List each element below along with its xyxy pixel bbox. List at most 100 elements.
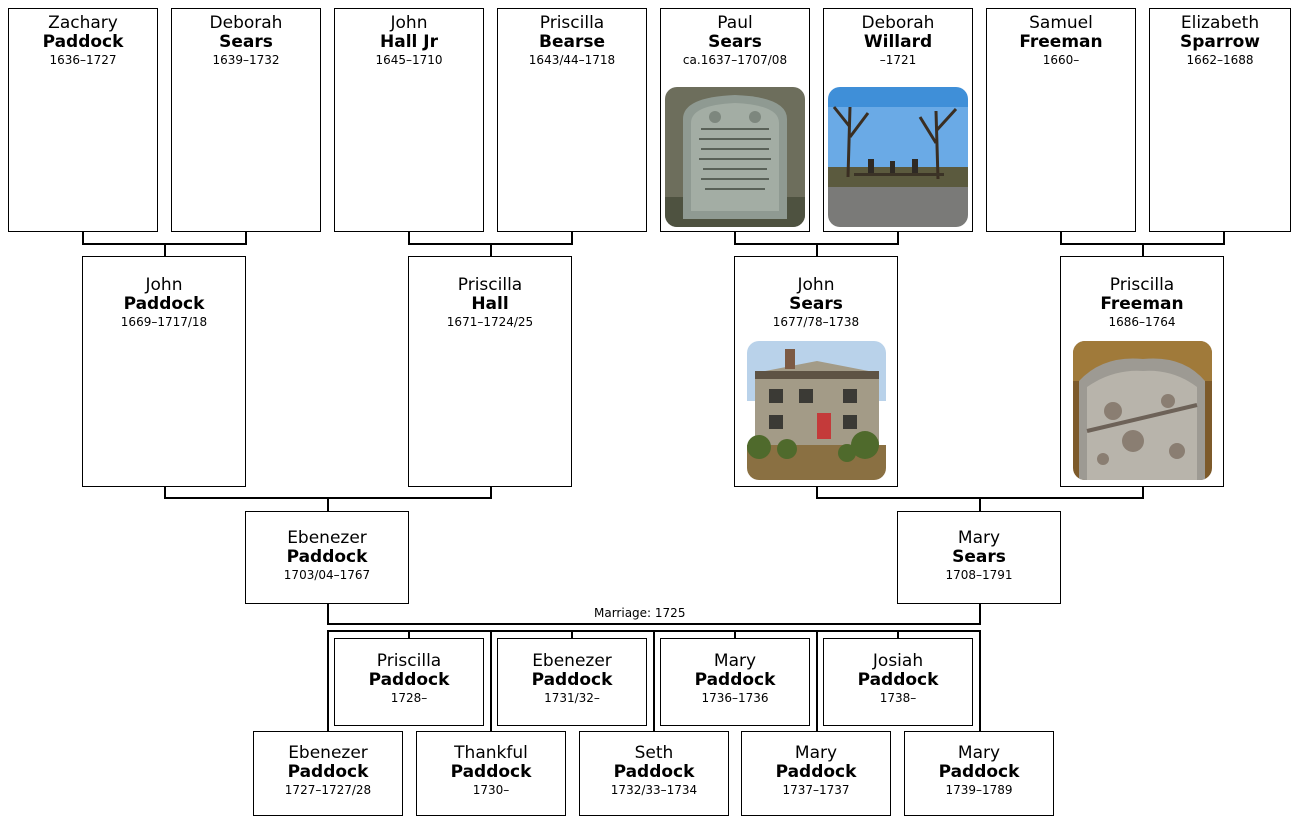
surname: Freeman (1100, 294, 1184, 314)
person-card[interactable]: Ebenezer Paddock 1731/32– (497, 638, 647, 726)
connector-line (1060, 231, 1062, 244)
surname: Hall Jr (380, 32, 438, 52)
person-card[interactable]: Priscilla Paddock 1728– (334, 638, 484, 726)
person-card[interactable]: Deborah Sears 1639–1732 (171, 8, 321, 232)
surname: Bearse (539, 32, 605, 52)
surname: Sears (708, 32, 762, 52)
first-name: Ebenezer (288, 743, 368, 763)
surname: Sears (952, 547, 1006, 567)
life-dates: 1671–1724/25 (446, 315, 534, 329)
connector-line (327, 497, 329, 512)
connector-line (245, 231, 247, 244)
life-dates: 1730– (472, 783, 510, 797)
connector-line (408, 231, 410, 244)
children-line (327, 630, 329, 732)
life-dates: 1669–1717/18 (120, 315, 208, 329)
surname: Paddock (368, 670, 450, 690)
gravestone-photo[interactable] (665, 87, 805, 227)
surname: Paddock (613, 762, 695, 782)
connector-line (1142, 243, 1144, 257)
person-card[interactable]: Elizabeth Sparrow 1662–1688 (1149, 8, 1291, 232)
life-dates: 1636–1727 (49, 53, 117, 67)
person-card[interactable]: Zachary Paddock 1636–1727 (8, 8, 158, 232)
life-dates: 1645–1710 (375, 53, 443, 67)
person-card[interactable]: Ebenezer Paddock 1727–1727/28 (253, 731, 403, 816)
life-dates: 1728– (390, 691, 428, 705)
connector-line (571, 231, 573, 244)
children-line (979, 630, 981, 732)
life-dates: 1639–1732 (212, 53, 280, 67)
person-card[interactable]: John Paddock 1669–1717/18 (82, 256, 246, 487)
first-name: Zachary (48, 13, 118, 33)
surname: Paddock (286, 547, 368, 567)
first-name: Mary (713, 651, 757, 671)
children-line (490, 630, 492, 732)
children-line (653, 630, 655, 732)
surname: Paddock (938, 762, 1020, 782)
first-name: John (390, 13, 428, 33)
first-name: Priscilla (539, 13, 605, 33)
person-card[interactable]: Priscilla Hall 1671–1724/25 (408, 256, 572, 487)
first-name: Josiah (872, 651, 924, 671)
life-dates: 1737–1737 (782, 783, 850, 797)
person-card[interactable]: Seth Paddock 1732/33–1734 (579, 731, 729, 816)
first-name: Ebenezer (287, 528, 367, 548)
person-card[interactable]: Mary Paddock 1737–1737 (741, 731, 891, 816)
surname: Paddock (857, 670, 939, 690)
surname: Paddock (694, 670, 776, 690)
first-name: Deborah (861, 13, 935, 33)
first-name: John (797, 275, 835, 295)
life-dates: 1643/44–1718 (528, 53, 616, 67)
cemetery-photo[interactable] (828, 87, 968, 227)
life-dates: 1731/32– (544, 691, 600, 705)
person-card[interactable]: Thankful Paddock 1730– (416, 731, 566, 816)
person-card[interactable]: Priscilla Bearse 1643/44–1718 (497, 8, 647, 232)
connector-line (164, 486, 166, 498)
surname: Paddock (287, 762, 369, 782)
person-card[interactable]: Josiah Paddock 1738– (823, 638, 973, 726)
life-dates: 1677/78–1738 (772, 315, 860, 329)
person-card[interactable]: Mary Sears 1708–1791 (897, 511, 1061, 604)
connector-line (816, 486, 818, 498)
surname: Sears (219, 32, 273, 52)
life-dates: 1662–1688 (1186, 53, 1254, 67)
person-card[interactable]: Mary Paddock 1736–1736 (660, 638, 810, 726)
life-dates: 1727–1727/28 (284, 783, 372, 797)
life-dates: 1708–1791 (945, 568, 1013, 582)
gravestone-photo[interactable] (1073, 341, 1212, 480)
first-name: Mary (794, 743, 838, 763)
life-dates: –1721 (879, 53, 917, 67)
person-card[interactable]: Mary Paddock 1739–1789 (904, 731, 1054, 816)
surname: Paddock (531, 670, 613, 690)
first-name: Mary (957, 743, 1001, 763)
children-line (897, 630, 899, 638)
life-dates: 1736–1736 (701, 691, 769, 705)
surname: Sparrow (1179, 32, 1261, 52)
first-name: Elizabeth (1180, 13, 1260, 33)
surname: Paddock (123, 294, 205, 314)
surname: Paddock (775, 762, 857, 782)
connector-line (490, 486, 492, 498)
person-card[interactable]: Ebenezer Paddock 1703/04–1767 (245, 511, 409, 604)
children-line (734, 630, 736, 638)
surname: Paddock (42, 32, 124, 52)
surname: Hall (471, 294, 509, 314)
first-name: Seth (634, 743, 674, 763)
connector-line (1223, 231, 1225, 244)
person-card[interactable]: John Hall Jr 1645–1710 (334, 8, 484, 232)
children-line (816, 630, 818, 732)
surname: Paddock (450, 762, 532, 782)
surname: Sears (789, 294, 843, 314)
connector-line (897, 231, 899, 244)
life-dates: 1660– (1042, 53, 1080, 67)
person-card[interactable]: Samuel Freeman 1660– (986, 8, 1136, 232)
connector-line (164, 243, 166, 257)
house-photo[interactable] (747, 341, 886, 480)
connector-line (490, 243, 492, 257)
first-name: Samuel (1029, 13, 1093, 33)
first-name: Mary (957, 528, 1001, 548)
life-dates: 1738– (879, 691, 917, 705)
life-dates: 1739–1789 (945, 783, 1013, 797)
life-dates: 1686–1764 (1108, 315, 1176, 329)
connector-line (816, 243, 818, 257)
